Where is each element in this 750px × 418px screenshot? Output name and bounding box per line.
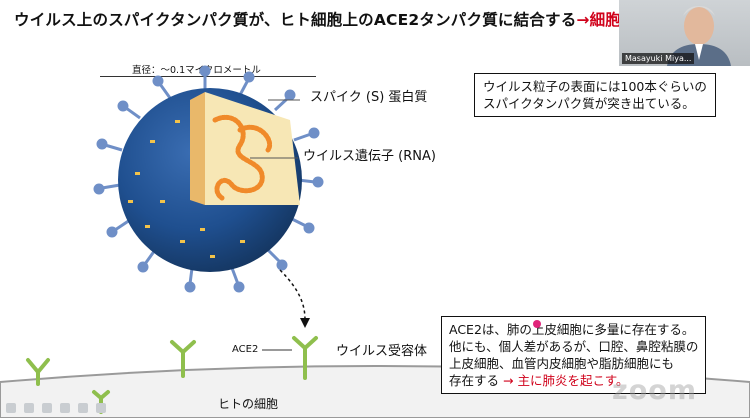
surface-spike-callout: ウイルス粒子の表面には100本ぐらいの スパイクタンパク質が突き出ている。	[474, 73, 716, 117]
callout-bottom-line-2: 他にも、個人差があるが、口腔、鼻腔粘膜の	[449, 339, 699, 354]
callout-bottom-accent: → 主に肺炎を起こす。	[503, 373, 629, 388]
ace2-distribution-callout: ACE2は、肺の上皮細胞に多量に存在する。 他にも、個人差があるが、口腔、鼻腔粘…	[441, 316, 707, 394]
participant-name: Masayuki Miya...	[622, 53, 695, 64]
slide-title-accent: →細胞	[576, 11, 622, 29]
virus-gene-label: ウイルス遺伝子 (RNA)	[303, 149, 436, 164]
spike-protein-label: スパイク (S) 蛋白質	[310, 90, 428, 105]
slide-title-text: ウイルス上のスパイクタンパク質が、ヒト細胞上のACE2タンパク質に結合する	[14, 11, 577, 29]
human-cell-label: ヒトの細胞	[218, 397, 279, 411]
pen-icon[interactable]	[42, 403, 52, 413]
save-icon[interactable]	[96, 403, 106, 413]
callout-bottom-line-4: 存在する → 主に肺炎を起こす。	[449, 372, 698, 389]
ace2-receptors	[26, 336, 318, 414]
rna-strand	[212, 114, 273, 201]
zoom-watermark: zoom	[612, 375, 697, 406]
camera-icon[interactable]	[6, 403, 16, 413]
virus-cutaway	[205, 92, 300, 205]
participant-video[interactable]: Masayuki Miya...	[619, 0, 750, 66]
highlighter-icon[interactable]	[60, 403, 70, 413]
callout-bottom-last-text: 存在する	[449, 373, 500, 388]
slide-title: ウイルス上のスパイクタンパク質が、ヒト細胞上のACE2タンパク質に結合する→細胞	[14, 8, 621, 30]
diameter-label: 直径：～0.1マイクロメートル	[132, 65, 261, 76]
eraser-icon[interactable]	[78, 403, 88, 413]
annotation-cursor	[533, 320, 541, 328]
callout-bottom-line-3: 上皮細胞、血管内皮細胞や脂肪細胞にも	[449, 356, 675, 371]
spike-proteins	[93, 65, 324, 293]
pointer-icon[interactable]	[24, 403, 34, 413]
virus-surface-dots	[128, 120, 245, 258]
diameter-line	[100, 76, 316, 77]
callout-top-line-1: ウイルス粒子の表面には100本ぐらいの	[483, 79, 707, 94]
virus-receptor-label: ウイルス受容体	[336, 344, 428, 359]
callout-top-line-2: スパイクタンパク質が突き出ている。	[483, 96, 695, 111]
annotation-toolbar	[0, 400, 130, 418]
binding-arrow	[279, 269, 306, 321]
ace2-label: ACE2	[232, 344, 259, 355]
callout-bottom-line-1: ACE2は、肺の上皮細胞に多量に存在する。	[449, 322, 695, 337]
